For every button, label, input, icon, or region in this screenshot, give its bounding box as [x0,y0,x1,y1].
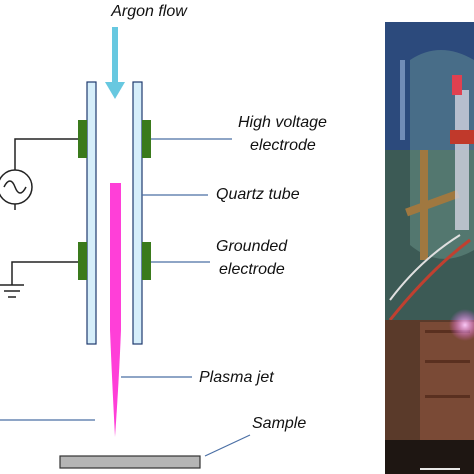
quartz-tube-left-wall [86,81,97,345]
sample-plate [59,455,201,469]
label-plasma-jet: Plasma jet [199,369,274,386]
plasma-jet [110,183,121,437]
label-grounded-line1: Grounded [216,238,288,255]
leader-lines [0,138,251,457]
circuit-wiring [11,138,78,285]
quartz-tube-right-wall [132,81,143,345]
label-quartz-tube: Quartz tube [216,186,300,203]
ground-icon [0,284,24,298]
label-sample: Sample [252,415,306,432]
label-high-voltage-line1: High voltage [238,114,327,131]
leader-sample [204,434,251,457]
high-voltage-electrode-right [142,120,151,158]
setup-photo [385,22,474,474]
label-high-voltage-line2: electrode [250,137,316,154]
grounded-electrode-right [142,242,151,280]
high-voltage-electrode-left [78,120,87,158]
ac-source-icon [0,169,33,205]
label-argon-flow: Argon flow [110,3,188,20]
label-grounded-line2: electrode [219,261,285,278]
argon-flow-arrow [105,27,125,99]
grounded-electrode-left [78,242,87,280]
